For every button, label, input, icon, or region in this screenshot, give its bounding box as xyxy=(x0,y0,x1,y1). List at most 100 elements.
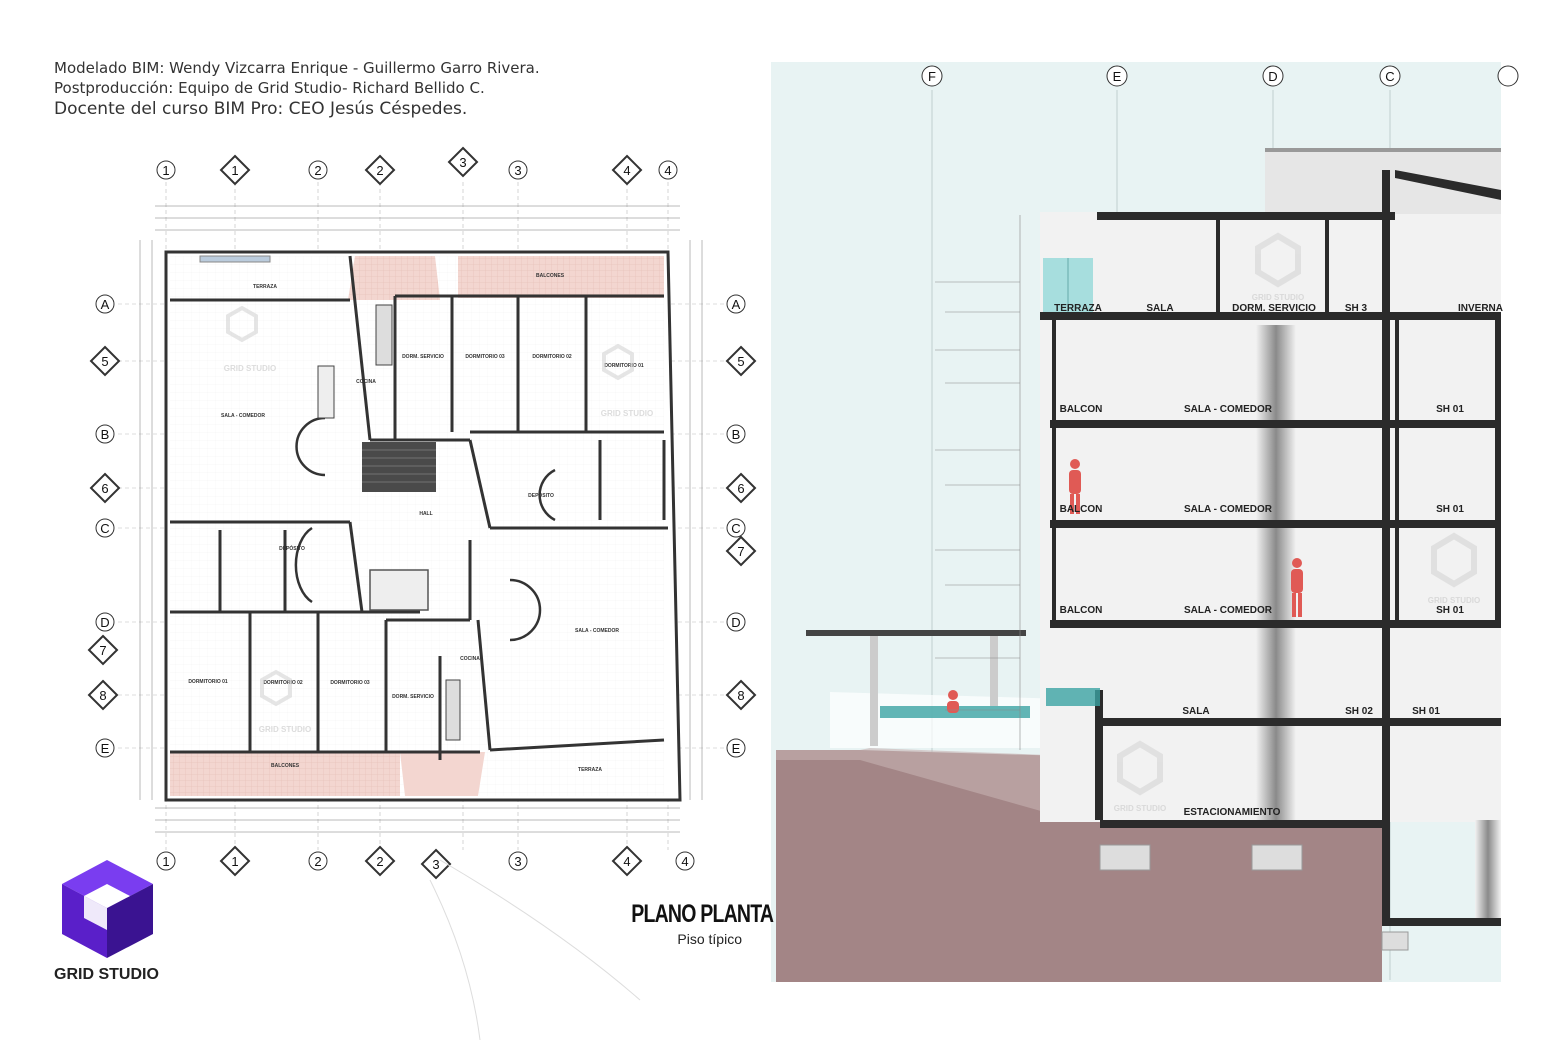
room-balcones-bottom: BALCONES xyxy=(271,763,300,769)
section-balcon-2: BALCON xyxy=(1060,504,1103,515)
section-sala-top: SALA xyxy=(1146,303,1173,314)
grid-top-3b: 3 xyxy=(514,163,521,178)
section-terraza: TERRAZA xyxy=(1054,303,1102,314)
grid-top-3a: 3 xyxy=(459,155,466,170)
section-axis-c: C xyxy=(1385,69,1394,84)
plan-grid-top: 1 1 2 2 3 3 4 4 xyxy=(156,146,678,186)
plan-grid-left: A 5 B 6 C D 7 8 E xyxy=(87,294,121,758)
room-deposito-right: DEPÓSITO xyxy=(528,491,554,499)
plan-subtitle: Piso típico xyxy=(677,931,742,947)
grid-bottom-3b: 3 xyxy=(514,854,521,869)
grid-bottom-2a: 2 xyxy=(314,854,321,869)
room-dormitorio-03-bottom: DORMITORIO 03 xyxy=(330,680,370,686)
room-balcones-top: BALCONES xyxy=(536,273,565,279)
credits: Modelado BIM: Wendy Vizcarra Enrique - G… xyxy=(54,58,540,120)
grid-left-8: 8 xyxy=(99,688,106,703)
figure-people xyxy=(947,459,1303,713)
grid-right-8: 8 xyxy=(737,688,744,703)
section-sala-comedor-1: SALA - COMEDOR xyxy=(1184,404,1273,415)
section-sh01-3: SH 01 xyxy=(1436,605,1464,616)
room-cocina-top: COCINA xyxy=(356,379,376,385)
grid-left-a: A xyxy=(101,297,110,312)
grid-left-5: 5 xyxy=(101,354,108,369)
room-dormitorio-02-bottom: DORMITORIO 02 xyxy=(263,680,303,686)
section-sh01-1: SH 01 xyxy=(1436,404,1464,415)
room-terraza-bottom: TERRAZA xyxy=(578,767,602,773)
section-sh01-2: SH 01 xyxy=(1436,504,1464,515)
grid-left-c: C xyxy=(100,521,109,536)
section-sh3: SH 3 xyxy=(1345,303,1368,314)
grid-top-4a: 4 xyxy=(623,163,630,178)
credit-docente: Docente del curso BIM Pro: CEO Jesús Cés… xyxy=(54,99,468,119)
grid-right-d: D xyxy=(731,615,740,630)
plan-title-block: PLANO PLANTA Piso típico xyxy=(600,900,774,947)
section-sh01-g: SH 01 xyxy=(1412,706,1440,717)
room-dorm-servicio-top: DORM. SERVICIO xyxy=(402,354,444,360)
grid-right-a: A xyxy=(732,297,741,312)
plan-watermark-3: GRID STUDIO xyxy=(259,725,311,734)
grid-top-4b: 4 xyxy=(664,163,671,178)
room-dormitorio-02-top: DORMITORIO 02 xyxy=(532,354,572,360)
building-section: TERRAZA SALA DORM. SERVICIO SH 3 INVERNA… xyxy=(771,62,1519,982)
section-sala-comedor-2: SALA - COMEDOR xyxy=(1184,504,1273,515)
section-axes: F E D C xyxy=(921,65,1519,87)
grid-top-1b: 1 xyxy=(231,163,238,178)
grid-left-d: D xyxy=(100,615,109,630)
room-dormitorio-01-top: DORMITORIO 01 xyxy=(604,363,644,369)
room-terraza-top: TERRAZA xyxy=(253,284,277,290)
section-balcon-1: BALCON xyxy=(1060,404,1103,415)
room-dormitorio-01-bottom: DORMITORIO 01 xyxy=(188,679,228,685)
plan-grid-right: A 5 B 6 C 7 D 8 E xyxy=(725,294,757,758)
section-invernadero: INVERNA xyxy=(1458,303,1503,314)
section-dorm-servicio: DORM. SERVICIO xyxy=(1232,303,1316,314)
credit-postproduccion: Postproducción: Equipo de Grid Studio- R… xyxy=(54,79,485,97)
section-estacionamiento: ESTACIONAMIENTO xyxy=(1184,807,1281,818)
section-watermark-1: GRID STUDIO xyxy=(1252,293,1304,302)
plan-watermark-1: GRID STUDIO xyxy=(224,364,276,373)
grid-bottom-4a: 4 xyxy=(623,854,630,869)
section-sala-comedor-3: SALA - COMEDOR xyxy=(1184,605,1273,616)
grid-bottom-1a: 1 xyxy=(162,854,169,869)
grid-bottom-3a: 3 xyxy=(432,857,439,872)
grid-left-e: E xyxy=(101,741,110,756)
section-axis-d: D xyxy=(1268,69,1277,84)
section-watermark-3: GRID STUDIO xyxy=(1114,804,1166,813)
grid-right-6: 6 xyxy=(737,481,744,496)
grid-right-7: 7 xyxy=(737,544,744,559)
section-sh02: SH 02 xyxy=(1345,706,1373,717)
section-watermark-2: GRID STUDIO xyxy=(1428,596,1480,605)
grid-top-2b: 2 xyxy=(376,163,383,178)
grid-right-c: C xyxy=(731,521,740,536)
grid-left-b: B xyxy=(101,427,110,442)
grid-bottom-1b: 1 xyxy=(231,854,238,869)
grid-right-5: 5 xyxy=(737,354,744,369)
plan-watermark-2: GRID STUDIO xyxy=(601,409,653,418)
room-hall: HALL xyxy=(419,511,432,517)
section-axis-e: E xyxy=(1113,69,1122,84)
grid-right-e: E xyxy=(732,741,741,756)
grid-bottom-2b: 2 xyxy=(376,854,383,869)
credit-modelado: Modelado BIM: Wendy Vizcarra Enrique - G… xyxy=(54,59,540,77)
section-watermark: GRID STUDIO GRID STUDIO GRID STUDIO xyxy=(1114,232,1480,813)
room-dormitorio-03-top: DORMITORIO 03 xyxy=(465,354,505,360)
grid-top-2a: 2 xyxy=(314,163,321,178)
room-cocina-bottom: COCINA xyxy=(460,656,480,662)
room-dorm-servicio-bottom: DORM. SERVICIO xyxy=(392,694,434,700)
grid-right-b: B xyxy=(732,427,741,442)
section-balcon-3: BALCON xyxy=(1060,605,1103,616)
room-deposito-left: DEPÓSITO xyxy=(279,544,305,552)
plan-title: PLANO PLANTA xyxy=(631,900,774,928)
floor-plan: TERRAZA BALCONES DORM. SERVICIO DORMITOR… xyxy=(87,146,757,1041)
grid-top-1a: 1 xyxy=(162,163,169,178)
section-axis-f: F xyxy=(928,69,936,84)
grid-left-7: 7 xyxy=(99,643,106,658)
room-sala-comedor-bottom: SALA - COMEDOR xyxy=(575,628,619,634)
plan-dimensions xyxy=(139,205,703,833)
grid-studio-logo-icon xyxy=(62,860,153,958)
section-sala-ground: SALA xyxy=(1182,706,1209,717)
plan-watermark: GRID STUDIO GRID STUDIO GRID STUDIO xyxy=(224,305,653,734)
plan-grid-bottom: 1 1 2 2 3 3 4 4 xyxy=(156,845,695,880)
grid-bottom-4b: 4 xyxy=(681,854,688,869)
room-sala-comedor-top: SALA - COMEDOR xyxy=(221,413,265,419)
